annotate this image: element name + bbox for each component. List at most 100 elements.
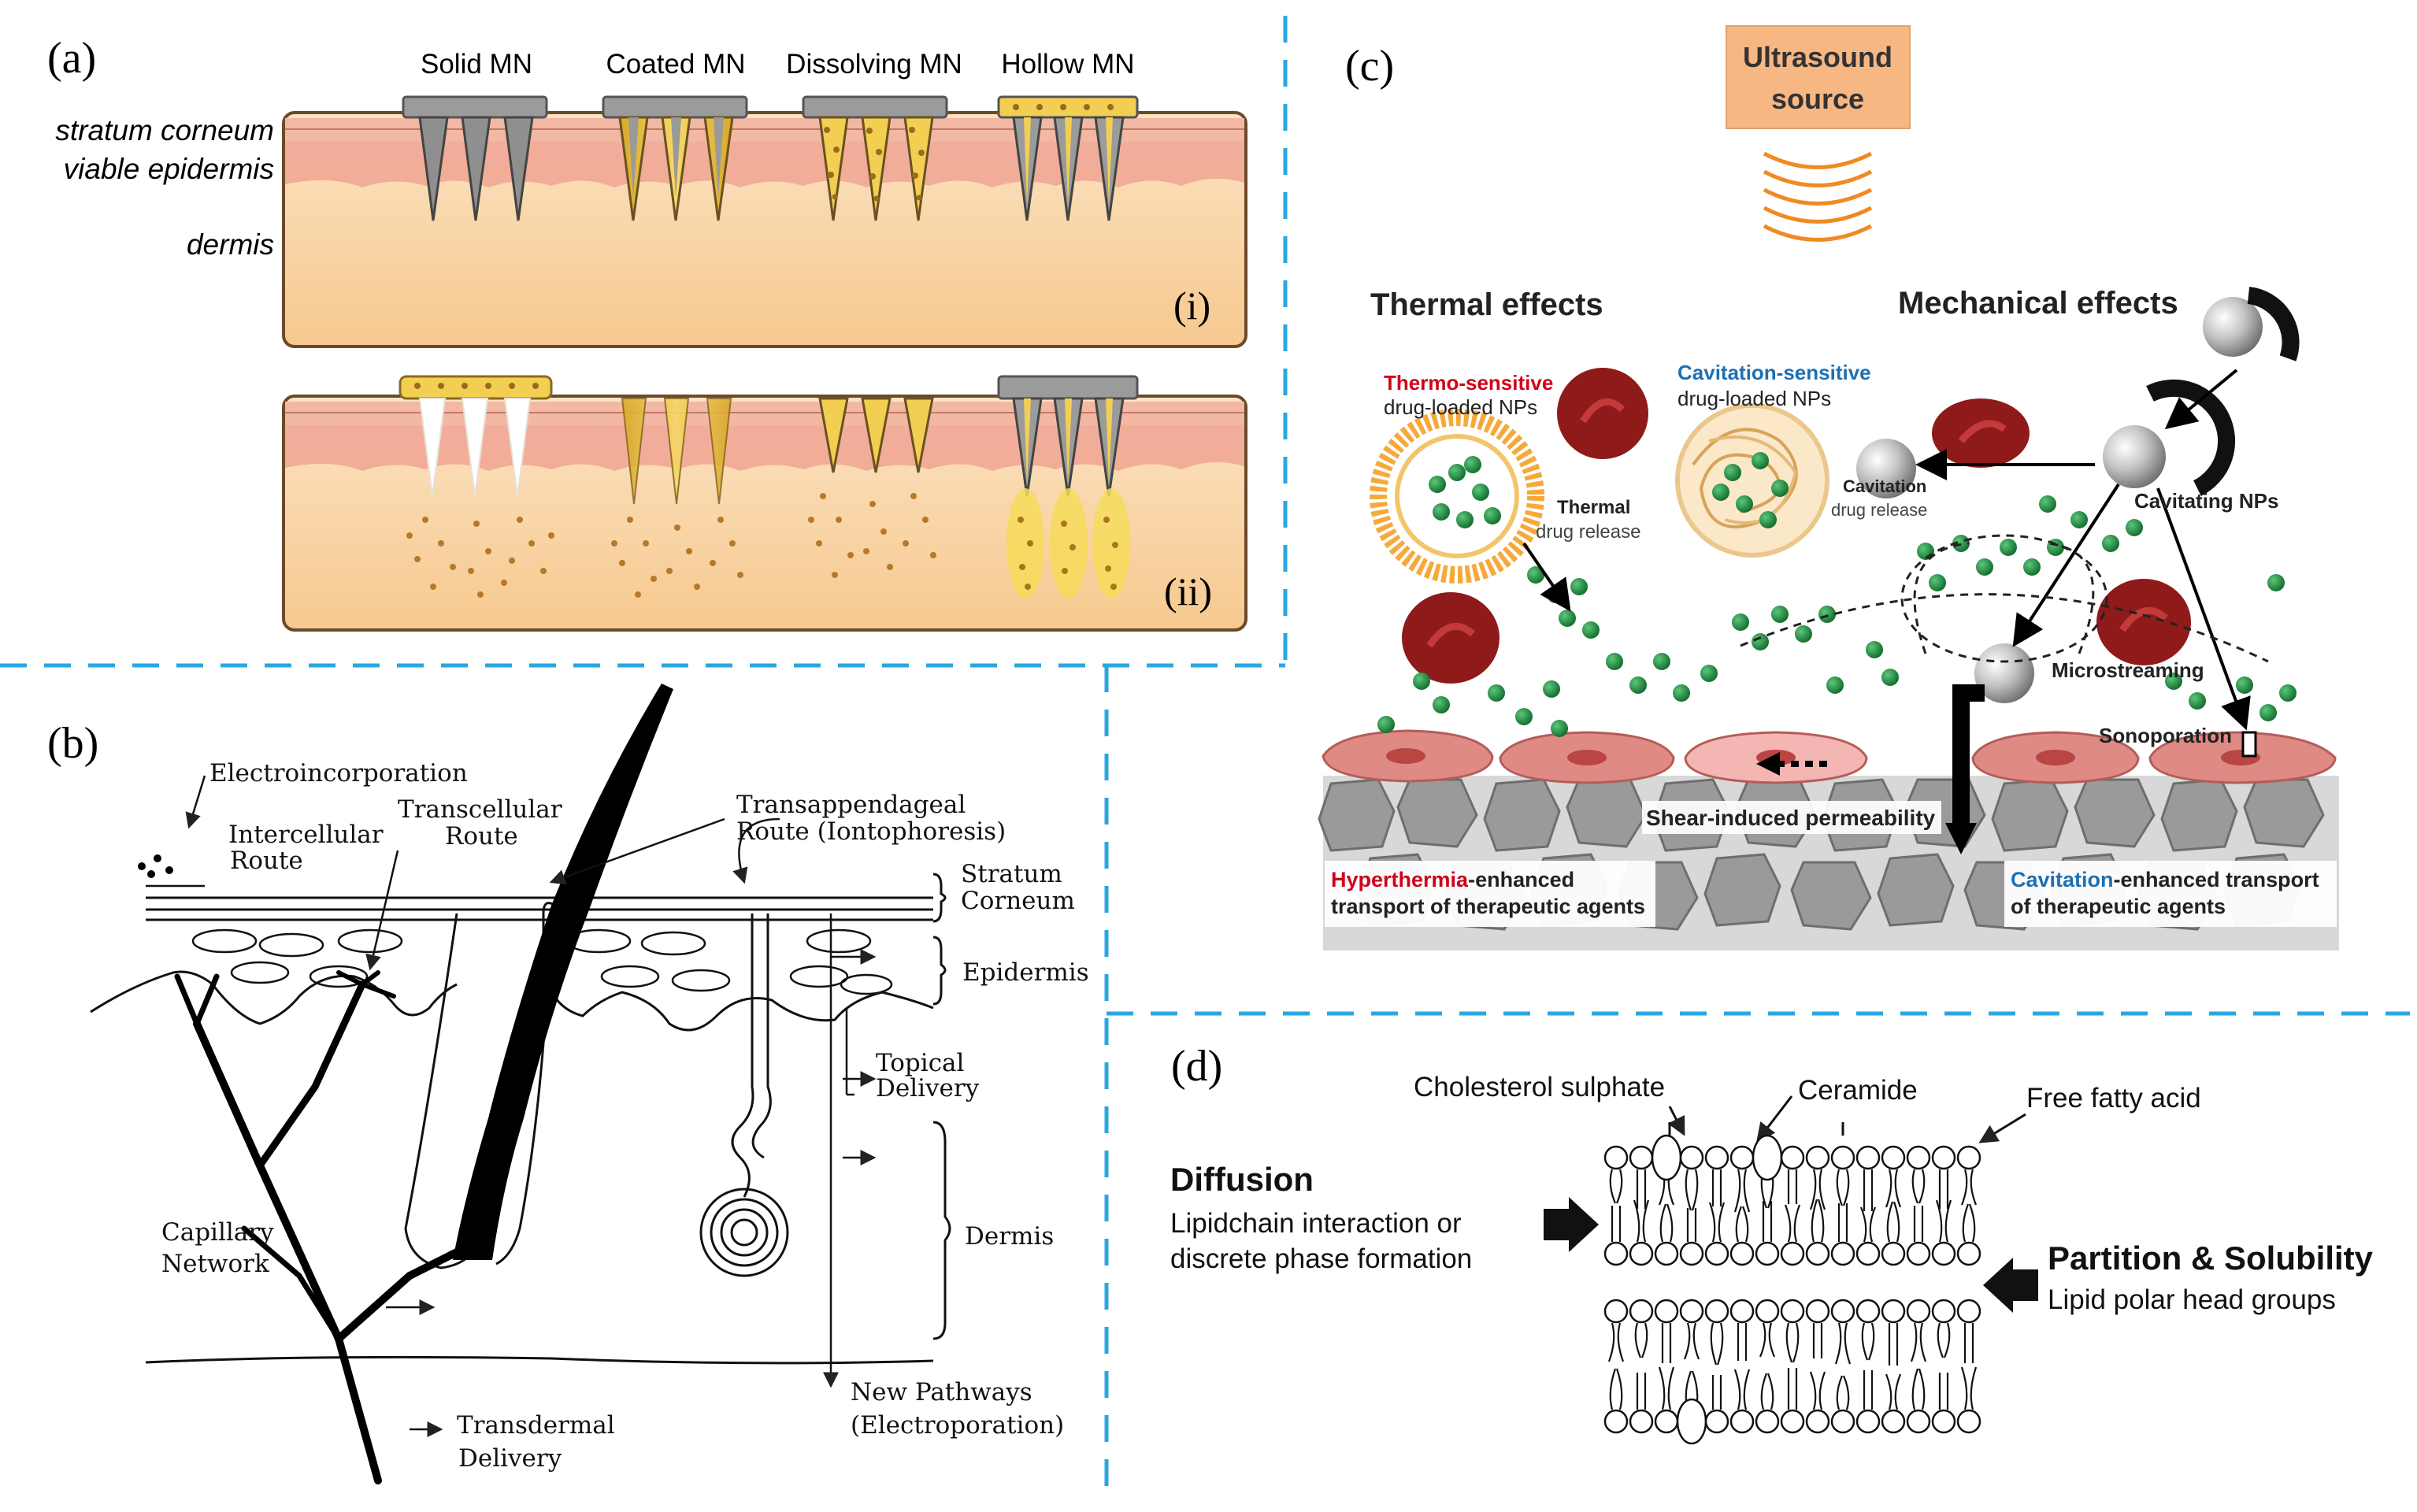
- ultrasound-waves: [1763, 151, 1873, 242]
- solid-mn-ii: [399, 375, 554, 598]
- lipid-head: [1830, 1299, 1855, 1324]
- rbc-3: [1932, 398, 2030, 468]
- lipid-tail: [1811, 1199, 1825, 1243]
- lipid-head: [1704, 1145, 1729, 1170]
- lipid-head: [1855, 1299, 1881, 1324]
- shear-arrow: [1952, 684, 1985, 827]
- lipid-head: [1830, 1409, 1855, 1434]
- lipid-tail: [1711, 1375, 1722, 1410]
- microstreaming-label: Microstreaming: [2052, 658, 2204, 682]
- panel-b-labels: Electroincorporation Intercellular Route…: [161, 759, 1089, 1473]
- lipid-tail: [1685, 1169, 1699, 1211]
- lipid-head: [1629, 1145, 1654, 1170]
- coated-mn-ii: [611, 398, 743, 598]
- lipid-tail: [1735, 1206, 1749, 1243]
- label-topical-delivery: Delivery: [876, 1074, 980, 1102]
- label-pointer-arrows: [1667, 1095, 2026, 1143]
- solid-mn-i: [402, 95, 548, 221]
- cavitating-np-1: [2203, 297, 2263, 357]
- lipid-tail: [1911, 1368, 1926, 1410]
- thermal-release-2: drug release: [1536, 521, 1640, 543]
- red-blood-cells: [1402, 368, 2191, 684]
- ultrasound-source-line1: Ultrasound: [1743, 41, 1892, 73]
- label-transcellular: Transcellular: [398, 795, 562, 824]
- panel-b-permeation-routes: (b): [47, 684, 1089, 1484]
- label-electroporation: (Electroporation): [851, 1411, 1064, 1440]
- skin-layer-labels: stratum corneum viable epidermis dermis: [55, 114, 274, 261]
- route-arrows-b: [185, 775, 877, 1437]
- stage-ii-label: (ii): [1164, 569, 1212, 613]
- ffa-label: Free fatty acid: [2026, 1083, 2201, 1114]
- lipid-tail: [1885, 1373, 1902, 1410]
- diffusion-line2: discrete phase formation: [1170, 1243, 1472, 1274]
- label-transcellular-route: Route: [445, 822, 518, 850]
- panel-a-label: (a): [47, 34, 96, 83]
- cavitating-np-4: [1974, 643, 2034, 703]
- lipid-head: [1654, 1409, 1679, 1434]
- lipid-head: [1855, 1145, 1881, 1170]
- hyperthermia-rest: -enhanced: [1468, 868, 1574, 891]
- lipid-tail: [1683, 1322, 1700, 1360]
- lipid-tail: [1885, 1169, 1902, 1208]
- lipid-tail: [1938, 1169, 1949, 1209]
- partition-line1: Lipid polar head groups: [2048, 1284, 2336, 1315]
- lipid-tail: [1661, 1322, 1672, 1364]
- lipid-tail: [1938, 1373, 1949, 1410]
- ultrasound-source-box: [1726, 25, 1911, 129]
- lipid-head: [1931, 1409, 1956, 1434]
- label-corneum: Corneum: [961, 887, 1075, 915]
- ceramide-label: Ceramide: [1798, 1075, 1918, 1106]
- lipid-head: [1830, 1241, 1855, 1266]
- label-dermis-b: Dermis: [965, 1222, 1054, 1251]
- lipid-tail: [1686, 1208, 1697, 1243]
- dissolving-mn-i: [802, 95, 948, 221]
- mn-label-dissolving: Dissolving MN: [786, 49, 962, 80]
- partition-arrow: [1983, 1258, 2038, 1313]
- lipid-tail: [1636, 1169, 1647, 1209]
- lipid-head: [1679, 1299, 1704, 1324]
- lipid-head: [1755, 1299, 1780, 1324]
- lipid-head: [1752, 1134, 1783, 1181]
- lipid-head: [1931, 1241, 1956, 1266]
- lipid-head: [1956, 1241, 1981, 1266]
- label-transdermal-delivery: Delivery: [458, 1444, 562, 1473]
- lipid-head: [1780, 1145, 1805, 1170]
- label-electroincorporation: Electroincorporation: [209, 759, 468, 788]
- lipid-head: [1603, 1145, 1629, 1170]
- lipid-tail: [1633, 1199, 1650, 1243]
- label-topical: Topical: [876, 1049, 964, 1077]
- hyperthermia-caption-2: transport of therapeutic agents: [1331, 895, 1645, 918]
- lipid-tail: [1859, 1206, 1877, 1243]
- lipid-tail: [1733, 1369, 1751, 1410]
- label-intercellular-route: Route: [230, 847, 303, 875]
- lipid-tail: [1837, 1203, 1848, 1243]
- layer-brackets: [932, 873, 951, 1340]
- microstreaming-flow: [1740, 534, 2269, 663]
- lipid-tail: [1609, 1169, 1623, 1204]
- panel-c-ultrasound: (c) Ultrasound source Thermal effects Me…: [1318, 25, 2339, 951]
- cavitating-nps: [1856, 287, 2300, 703]
- lipid-head: [1651, 1134, 1682, 1181]
- cavitation-caption-2: of therapeutic agents: [2011, 895, 2226, 918]
- lipid-head: [1805, 1145, 1830, 1170]
- lipid-head: [1755, 1409, 1780, 1434]
- lipid-tail: [1963, 1323, 1974, 1363]
- lipid-head: [1679, 1241, 1704, 1266]
- lipid-head: [1956, 1409, 1981, 1434]
- cavitating-np-3: [1856, 439, 1916, 498]
- lipid-head: [1906, 1241, 1931, 1266]
- lipid-head: [1906, 1409, 1931, 1434]
- dissolving-mn-ii: [808, 397, 936, 578]
- stratum-lines-b: [146, 884, 205, 899]
- lipid-tail: [1962, 1203, 1976, 1243]
- mn-label-solid: Solid MN: [421, 49, 532, 80]
- lipid-tail: [1759, 1322, 1776, 1358]
- cavitation-release-2: drug release: [1831, 500, 1927, 520]
- hyperthermia-caption-1: Hyperthermia-enhanced: [1331, 868, 1574, 891]
- lipid-tail: [1760, 1373, 1774, 1410]
- diffusion-arrow: [1544, 1197, 1599, 1252]
- cavitation-caption-1: Cavitation-enhanced transport: [2011, 868, 2319, 891]
- thermo-liposome: [1370, 409, 1544, 584]
- partition-title: Partition & Solubility: [2048, 1240, 2374, 1277]
- panel-a-microneedles: (a) Solid MN Coated MN Dissolving MN Hol…: [47, 34, 1247, 632]
